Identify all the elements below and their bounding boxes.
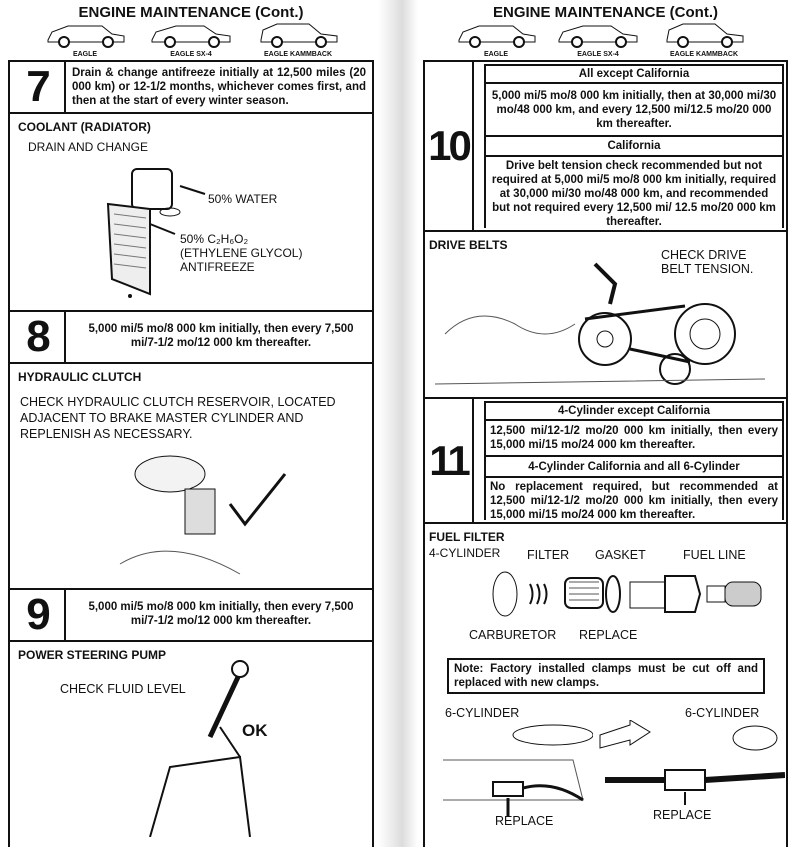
- item-text: 5,000 mi/5 mo/8 000 km initially, then e…: [88, 323, 354, 349]
- dipstick-illustration: [149, 660, 251, 837]
- water-label: 50% WATER: [208, 192, 278, 206]
- instruction-text: CHECK HYDRAULIC CLUTCH RESERVOIR, LOCATE…: [20, 395, 336, 441]
- item-number: 7: [10, 62, 66, 112]
- row-header: All except California: [486, 66, 782, 84]
- item-9: 9 5,000 mi/5 mo/8 000 km initially, then…: [10, 590, 372, 642]
- note-box: Note: Factory installed clamps must be c…: [447, 658, 765, 694]
- glycol-name: (ETHYLENE GLYCOL): [180, 246, 303, 260]
- hydraulic-clutch-section: HYDRAULIC CLUTCH CHECK HYDRAULIC CLUTCH …: [10, 364, 372, 590]
- row-text: 5,000 mi/5 mo/8 000 km initially, then a…: [486, 84, 782, 137]
- car-icon: [558, 25, 638, 48]
- drive-belt-illustration: [435, 262, 765, 385]
- page-gutter: [378, 0, 418, 847]
- car-models: EAGLE EAGLE SX-4 EAGLE KAMMBACK: [8, 22, 374, 60]
- six-cylinder-label-left: 6-CYLINDER: [445, 706, 520, 720]
- six-cylinder-filter-illustration: [599, 720, 785, 805]
- car-icon: [458, 25, 536, 48]
- four-cylinder-label: 4-CYLINDER: [429, 546, 501, 560]
- car-eagle-kammback: EAGLE KAMMBACK: [659, 22, 749, 58]
- ok-label: OK: [242, 721, 268, 740]
- page-title: ENGINE MAINTENANCE (Cont.): [78, 4, 304, 21]
- item-text: 5,000 mi/5 mo/8 000 km initially, then e…: [88, 601, 354, 627]
- row-text: No replacement required, but recommended…: [490, 481, 778, 521]
- radiator-illustration: [106, 168, 206, 298]
- maintenance-table: 7 Drain & change antifreeze initially at…: [8, 60, 374, 847]
- coolant-section: COOLANT (RADIATOR) DRAIN AND CHANGE 50% …: [10, 114, 372, 312]
- item-number: 9: [10, 590, 66, 640]
- replace-label: REPLACE: [579, 628, 638, 642]
- item-8: 8 5,000 mi/5 mo/8 000 km initially, then…: [10, 312, 372, 364]
- section-heading: POWER STEERING PUMP: [18, 648, 167, 662]
- right-page: ENGINE MAINTENANCE (Cont.) EAGLE EAGLE S…: [423, 0, 788, 847]
- power-steering-section: POWER STEERING PUMP CHECK FLUID LEVEL OK: [10, 642, 372, 852]
- item-number: 8: [10, 312, 66, 362]
- item-11: 11 4-Cylinder except California 12,500 m…: [425, 399, 786, 524]
- car-eagle-kammback: EAGLE KAMMBACK: [253, 22, 343, 58]
- row-header: 4-Cylinder except California: [486, 403, 782, 421]
- section-heading: DRIVE BELTS: [429, 238, 508, 252]
- gasket-label: GASKET: [595, 548, 646, 562]
- car-icon: [47, 25, 125, 48]
- six-cylinder-engine-illustration: [443, 724, 593, 816]
- item-10-rows: All except California 5,000 mi/5 mo/8 00…: [484, 64, 784, 228]
- item-number: 10: [425, 62, 474, 230]
- page-title: ENGINE MAINTENANCE (Cont.): [493, 4, 718, 21]
- car-icon: [151, 25, 231, 48]
- section-heading: FUEL FILTER: [429, 530, 505, 544]
- replace-label-right: REPLACE: [653, 808, 712, 822]
- glycol-formula: 50% C₂H₆O₂: [180, 232, 249, 246]
- instruction-text: CHECK DRIVE BELT TENSION.: [661, 248, 754, 276]
- fuel-line-label: FUEL LINE: [683, 548, 746, 562]
- car-eagle: EAGLE: [40, 22, 130, 58]
- clutch-reservoir-illustration: [119, 455, 287, 575]
- drive-belts-section: DRIVE BELTS CHECK DRIVE BELT TENSION.: [425, 232, 786, 399]
- section-heading: COOLANT (RADIATOR): [18, 120, 151, 134]
- car-models: EAGLE EAGLE SX-4 EAGLE KAMMBACK: [423, 22, 788, 60]
- car-eagle-sx4: EAGLE SX-4: [553, 22, 643, 58]
- item-text: Drain & change antifreeze initially at 1…: [72, 67, 366, 107]
- row-header: 4-Cylinder California and all 6-Cylinder: [486, 457, 782, 478]
- item-number: 11: [425, 399, 474, 522]
- row-text: Drive belt tension check recommended but…: [491, 160, 777, 228]
- maintenance-table: 10 All except California 5,000 mi/5 mo/8…: [423, 60, 788, 847]
- filter-label: FILTER: [527, 548, 570, 562]
- car-icon: [666, 23, 744, 48]
- instruction-text: CHECK FLUID LEVEL: [60, 682, 186, 696]
- car-eagle: EAGLE: [451, 22, 541, 58]
- left-page: ENGINE MAINTENANCE (Cont.) EAGLE EAGLE S…: [8, 0, 374, 847]
- row-text: 12,500 mi/12-1/2 mo/20 000 km initially,…: [486, 421, 782, 457]
- carburetor-label: CARBURETOR: [469, 628, 557, 642]
- item-11-rows: 4-Cylinder except California 12,500 mi/1…: [484, 401, 784, 521]
- fuel-filter-exploded-illustration: [492, 571, 762, 617]
- row-header: California: [486, 137, 782, 157]
- car-eagle-sx4: EAGLE SX-4: [146, 22, 236, 58]
- item-7: 7 Drain & change antifreeze initially at…: [10, 62, 372, 114]
- car-icon: [260, 23, 338, 48]
- subheading: DRAIN AND CHANGE: [28, 140, 149, 154]
- fuel-filter-section: FUEL FILTER 4-CYLINDER FILTER GASKET FUE…: [425, 524, 786, 854]
- item-10: 10 All except California 5,000 mi/5 mo/8…: [425, 62, 786, 232]
- six-cylinder-label-right: 6-CYLINDER: [685, 706, 760, 720]
- antifreeze-label: ANTIFREEZE: [180, 260, 255, 274]
- replace-label-left: REPLACE: [495, 814, 554, 828]
- section-heading: HYDRAULIC CLUTCH: [18, 370, 142, 384]
